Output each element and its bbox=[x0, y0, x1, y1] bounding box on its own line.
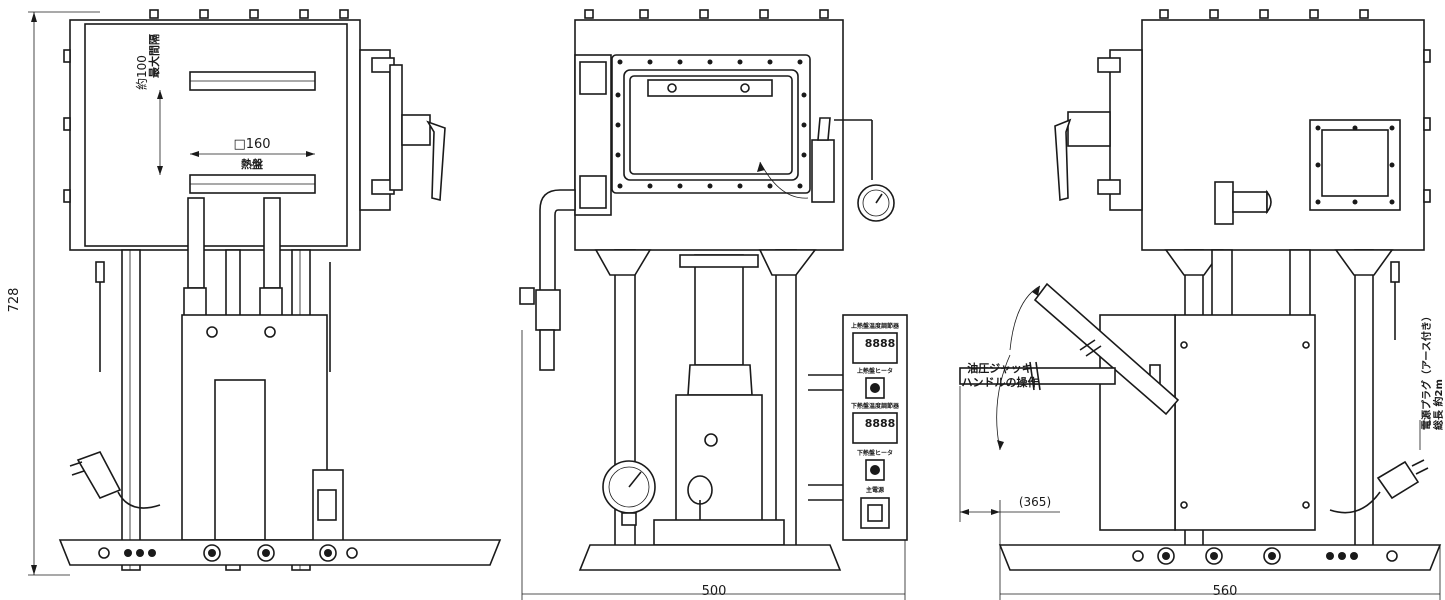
jack-handle: 油圧ジャッキ ハンドルの操作 bbox=[959, 282, 1180, 451]
width-500-label: 500 bbox=[702, 584, 727, 599]
right-window-flange bbox=[1309, 119, 1401, 211]
height-728-label: 728 bbox=[7, 288, 22, 313]
panel-lower-heater: 下熱盤ヒータ bbox=[857, 449, 893, 457]
left-door-side bbox=[359, 49, 446, 211]
front-door-bolts bbox=[615, 59, 807, 189]
panel-lower-display: 8888 bbox=[865, 417, 896, 430]
plug-label-line2: 総長 約2m bbox=[1432, 379, 1445, 430]
gap-label: 最大間隔 bbox=[147, 34, 161, 78]
width-560-label: 560 bbox=[1213, 584, 1238, 599]
panel-upper-display: 8888 bbox=[865, 337, 896, 350]
heat-plate-label: 熱盤 bbox=[241, 157, 264, 171]
panel-upper-title: 上熱盤温度調節器 bbox=[851, 322, 900, 330]
left-top-bolts bbox=[149, 9, 349, 19]
front-view: 上熱盤温度調節器 8888 上熱盤ヒータ 下熱盤温度調節器 8888 下熱盤ヒー… bbox=[519, 9, 908, 600]
plug-label-line1: 電源プラグ（アース付き） bbox=[1420, 311, 1433, 430]
right-body-box bbox=[1174, 314, 1316, 531]
left-chamber-box bbox=[69, 19, 361, 251]
gap-100-label: 約100 bbox=[134, 55, 149, 90]
control-panel: 上熱盤温度調節器 8888 上熱盤ヒータ 下熱盤温度調節器 8888 下熱盤ヒー… bbox=[808, 314, 908, 541]
jack-label-line2: ハンドルの操作 bbox=[962, 375, 1039, 389]
right-power-plug-icon: 電源プラグ（アース付き） 総長 約2m bbox=[1329, 311, 1445, 514]
panel-lower-title: 下熱盤温度調節器 bbox=[851, 402, 900, 410]
front-jack-cylinder bbox=[694, 254, 744, 366]
right-side-view: 油圧ジャッキ ハンドルの操作 (365) 電源プラグ（アース付き） 総長 約2m bbox=[959, 9, 1445, 600]
left-body-box bbox=[181, 314, 328, 541]
left-side-view: 728 最 bbox=[7, 9, 502, 576]
front-base-plate bbox=[578, 544, 842, 571]
jack-label-line1: 油圧ジャッキ bbox=[967, 361, 1032, 375]
panel-main-power: 主電源 bbox=[866, 486, 884, 494]
left-base-plate bbox=[58, 539, 502, 566]
height-dimension: 728 bbox=[7, 11, 100, 576]
left-power-plug-icon bbox=[69, 451, 161, 509]
handle-365-label: (365) bbox=[1019, 495, 1051, 509]
square-160-label: □160 bbox=[233, 137, 270, 152]
panel-upper-heater: 上熱盤ヒータ bbox=[857, 367, 893, 375]
